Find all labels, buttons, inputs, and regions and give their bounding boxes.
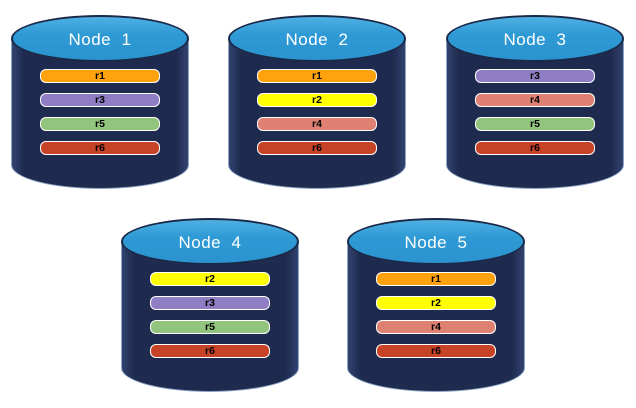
node-5-cylinder: Node 5 r1 r2 r4 r6 — [347, 218, 525, 392]
cylinder-top-ellipse: Node 4 — [121, 218, 299, 265]
replica-bar: r1 — [257, 69, 377, 83]
node-3-cylinder: Node 3 r3 r4 r5 r6 — [446, 15, 624, 189]
replica-bar: r4 — [475, 93, 595, 107]
replica-bar: r4 — [257, 117, 377, 131]
replica-bar: r5 — [40, 117, 160, 131]
replica-bar: r5 — [475, 117, 595, 131]
node-1-cylinder: Node 1 r1 r3 r5 r6 — [11, 15, 189, 189]
node-2-cylinder: Node 2 r1 r2 r4 r6 — [228, 15, 406, 189]
node-title: Node 5 — [404, 232, 468, 252]
replica-bar: r6 — [150, 344, 270, 358]
node-title: Node 2 — [285, 29, 349, 49]
replica-bar: r2 — [150, 272, 270, 286]
cylinder-top-ellipse: Node 3 — [446, 15, 624, 62]
cylinder-body — [11, 38, 189, 189]
cylinder-top-ellipse: Node 1 — [11, 15, 189, 62]
replica-bar: r6 — [376, 344, 496, 358]
replica-bar: r1 — [40, 69, 160, 83]
replica-bar: r6 — [257, 141, 377, 155]
replica-bar: r4 — [376, 320, 496, 334]
replica-bar: r3 — [40, 93, 160, 107]
node-title: Node 1 — [68, 29, 132, 49]
cylinder-top-ellipse: Node 2 — [228, 15, 406, 62]
replica-bar: r3 — [475, 69, 595, 83]
replica-bar: r6 — [40, 141, 160, 155]
cylinder-top-ellipse: Node 5 — [347, 218, 525, 265]
node-title: Node 3 — [503, 29, 567, 49]
cylinder-body — [228, 38, 406, 189]
cylinder-body — [446, 38, 624, 189]
replica-bar: r5 — [150, 320, 270, 334]
replica-bar: r6 — [475, 141, 595, 155]
node-4-cylinder: Node 4 r2 r3 r5 r6 — [121, 218, 299, 392]
cylinder-body — [121, 241, 299, 392]
replica-bar: r1 — [376, 272, 496, 286]
replica-bar: r2 — [376, 296, 496, 310]
replica-bar: r3 — [150, 296, 270, 310]
cylinder-body — [347, 241, 525, 392]
replica-bar: r2 — [257, 93, 377, 107]
node-title: Node 4 — [178, 232, 242, 252]
